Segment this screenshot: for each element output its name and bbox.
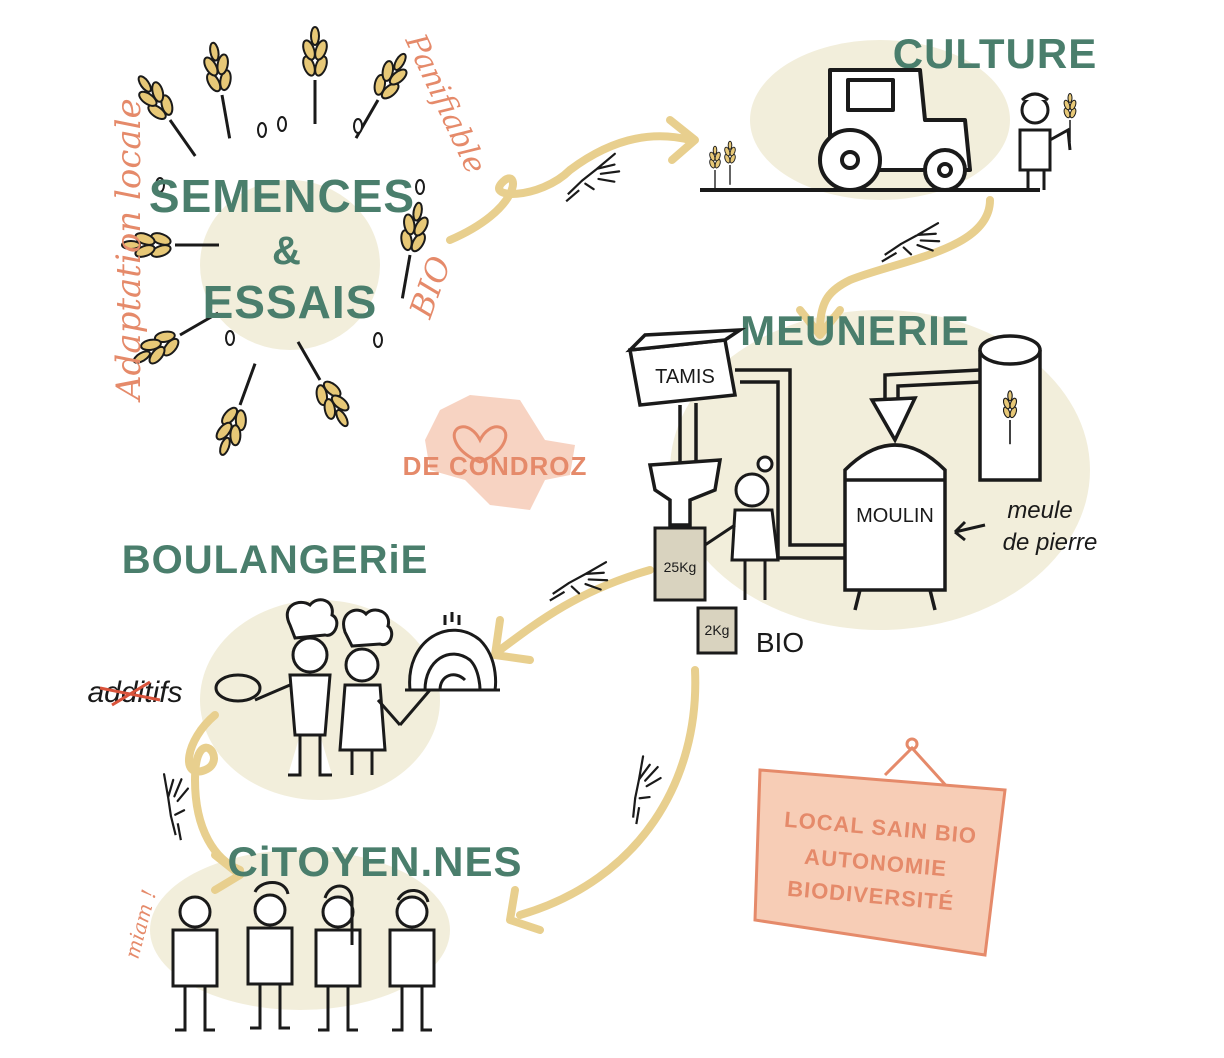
meunerie-node: MEUNERIE TAMIS 25Kg 2Kg BIO [625, 307, 1098, 658]
meunerie-bio-label: BIO [756, 627, 804, 658]
field-wheat-icon-2 [722, 140, 738, 186]
chef-icon [254, 598, 402, 777]
citoyens-node: CiTOYEN.NES miam ! [120, 838, 523, 1032]
boulangerie-title: BOULANGERiE [122, 538, 429, 582]
meule-pointer [953, 520, 986, 542]
field-wheat-icon [707, 145, 723, 191]
seed-word-left: Adaptation locale [109, 98, 149, 403]
bag-2kg-label: 2Kg [705, 622, 730, 638]
moulin-label: MOULIN [856, 505, 934, 527]
citoyens-title: CiTOYEN.NES [228, 838, 523, 885]
citizen-figures [171, 881, 436, 1032]
bag-2kg [696, 606, 738, 655]
meunerie-title: MEUNERIE [740, 307, 970, 354]
tamis-box [625, 327, 747, 467]
semences-title-line1: SEMENCES [149, 170, 415, 222]
tamis-label: TAMIS [655, 366, 715, 388]
boulangerie-node: BOULANGERiE additifs [87, 538, 500, 777]
farmer-figure [1018, 92, 1072, 190]
arrow-boulangerie-citoyens [185, 711, 244, 874]
arrow-meunerie-head [796, 306, 844, 339]
hopper [647, 458, 723, 527]
arrow-meunerie-citoyens [516, 666, 700, 919]
additifs-strikethrough [99, 680, 161, 707]
values-sign: LOCAL SAIN BIO AUTONOMIE BIODIVERSITÉ [753, 737, 1007, 957]
semences-title-line3: ESSAIS [203, 276, 378, 328]
meule-label-line2: de pierre [1003, 529, 1098, 556]
heart-icon [452, 425, 508, 464]
culture-node: CULTURE [700, 30, 1098, 192]
semences-title-line2: & [272, 229, 302, 273]
meule-label-line1: meule [1007, 497, 1072, 524]
seed-word-right: Panifiable [397, 28, 493, 180]
seed-dots [155, 116, 425, 348]
region-label: DE CONDROZ [403, 451, 588, 481]
arrow-meunerie-boulangerie [496, 566, 654, 654]
region-map [425, 395, 575, 510]
condroz-region: DE CONDROZ [403, 395, 588, 510]
pipes [735, 368, 981, 560]
tractor-icon [700, 68, 1040, 192]
oven-icon [398, 612, 500, 726]
arrow-citoyens-head [506, 886, 544, 934]
arrow-semences-culture [446, 132, 694, 244]
arrow-culture-meunerie [816, 196, 994, 334]
arrow-boulangerie-citoyens-head [211, 851, 244, 894]
culture-title: CULTURE [893, 30, 1098, 77]
bread-loaf [214, 673, 262, 703]
bag-25kg [653, 526, 707, 602]
bag-25kg-label: 25Kg [664, 559, 697, 575]
moulin-drum [843, 443, 947, 611]
arrow-culture-head [666, 116, 699, 164]
miller-figure [704, 455, 780, 600]
semences-node: SEMENCES & ESSAIS Adaptation locale Pani… [109, 25, 493, 462]
arrow-boulangerie-head [491, 616, 534, 664]
sign-board [753, 768, 1007, 957]
flow-arrows [185, 116, 994, 934]
